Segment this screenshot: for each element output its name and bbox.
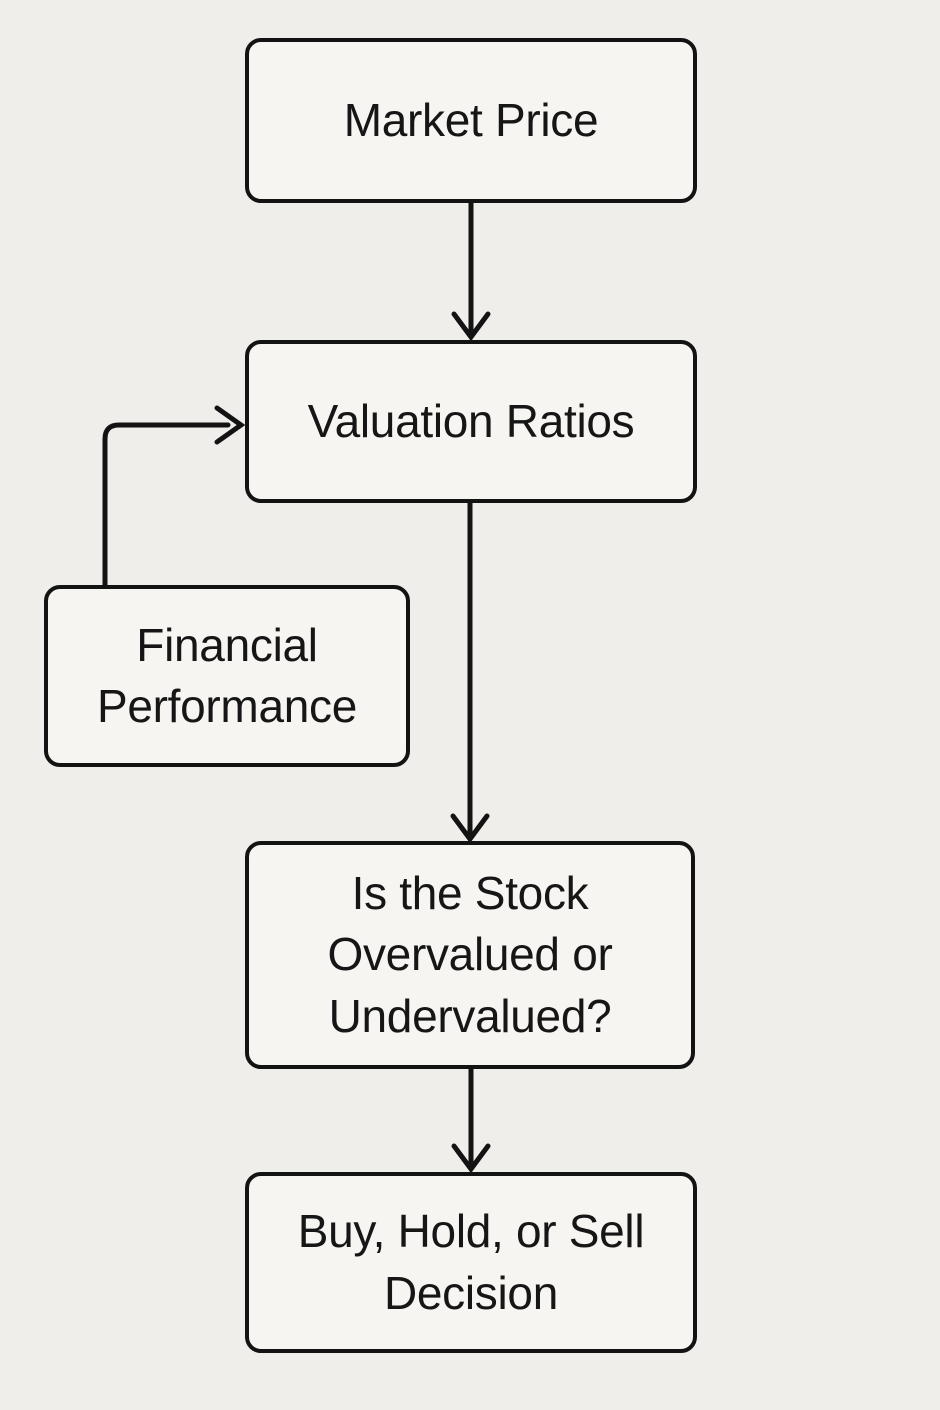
edge-question-to-decision-arrowhead-icon xyxy=(451,1143,491,1174)
edge-valuation-to-question-arrowhead-icon xyxy=(450,813,490,844)
node-market-price: Market Price xyxy=(245,38,697,203)
node-buy-hold-sell: Buy, Hold, or Sell Decision xyxy=(245,1172,697,1353)
edge-market-to-valuation-arrowhead-icon xyxy=(451,311,491,342)
node-buy-hold-sell-label: Buy, Hold, or Sell Decision xyxy=(297,1205,645,1319)
node-financial-performance: Financial Performance xyxy=(44,585,410,767)
edge-financial-to-valuation-line xyxy=(102,422,231,588)
edge-financial-to-valuation-arrowhead-icon xyxy=(214,405,246,445)
node-overvalued-question: Is the Stock Overvalued or Undervalued? xyxy=(245,841,695,1069)
node-market-price-label: Market Price xyxy=(343,93,599,146)
node-valuation-ratios: Valuation Ratios xyxy=(245,340,697,503)
node-overvalued-question-label: Is the Stock Overvalued or Undervalued? xyxy=(327,867,613,1042)
node-financial-performance-label: Financial Performance xyxy=(96,618,358,732)
node-valuation-ratios-label: Valuation Ratios xyxy=(307,394,635,447)
